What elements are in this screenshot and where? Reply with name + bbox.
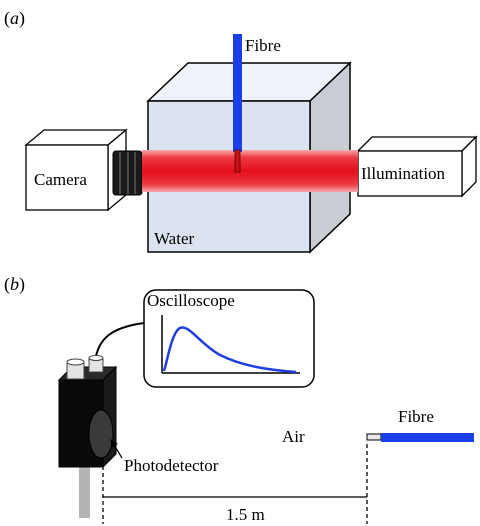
connector-cap	[88, 355, 104, 361]
photodetector-pointer	[110, 439, 123, 459]
camera-label: Camera	[34, 170, 87, 189]
oscilloscope-label: Oscilloscope	[147, 291, 235, 310]
panel-b-label: (b)	[4, 274, 25, 295]
photodetector	[57, 355, 118, 518]
camera: Camera	[24, 128, 143, 212]
laser-beam	[142, 150, 358, 192]
camera-body	[25, 144, 109, 211]
water-label: Water	[154, 229, 194, 248]
illumination-box-top	[356, 136, 478, 152]
illumination-source: Illumination	[356, 135, 478, 198]
fibre-tip	[234, 149, 241, 173]
fibre-label-a: Fibre	[245, 36, 281, 55]
panel-a: (a) Camera Illumination	[4, 8, 478, 254]
fibre-tip-air	[366, 433, 382, 441]
panel-b: (b) Oscilloscope Photodetector Air	[4, 274, 474, 524]
air-label: Air	[282, 427, 305, 446]
detector-aperture	[88, 409, 114, 459]
fibre-in-water: Fibre	[233, 34, 281, 173]
fibre-label-b: Fibre	[398, 407, 434, 426]
distance-label: 1.5 m	[226, 505, 265, 524]
fibre-rod-air	[381, 433, 474, 442]
fibre-rod	[233, 34, 242, 152]
oscilloscope: Oscilloscope	[143, 289, 315, 388]
panel-a-label: (a)	[4, 8, 25, 29]
connector-cap	[66, 358, 85, 366]
oscilloscope-screen	[143, 289, 315, 388]
fibre-in-air: Fibre	[366, 407, 474, 442]
illumination-box	[357, 150, 463, 197]
signal-trace	[162, 326, 297, 374]
photodetector-label: Photodetector	[124, 456, 219, 475]
illumination-label: Illumination	[361, 164, 446, 183]
distance-indicator: 1.5 m	[102, 444, 368, 524]
detector-post	[79, 466, 90, 518]
